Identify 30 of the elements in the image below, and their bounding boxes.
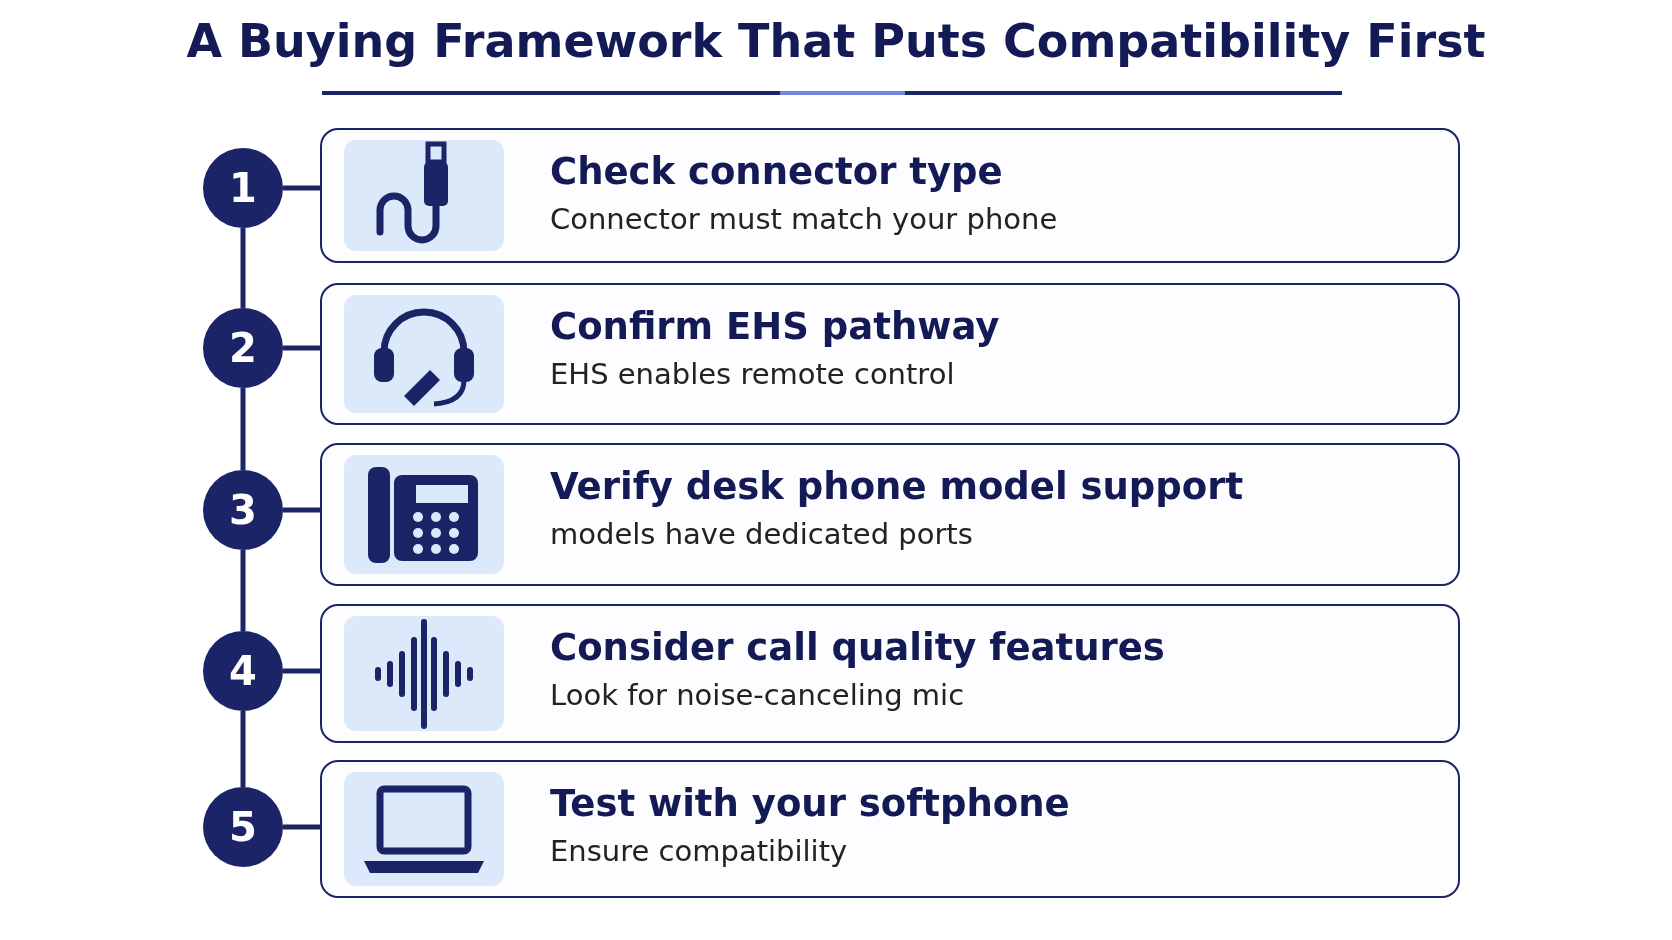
- step-card: [320, 443, 1460, 586]
- step-number-circle: 5: [203, 787, 283, 867]
- step-card: [320, 604, 1460, 743]
- step-heading: Confirm EHS pathway: [550, 305, 1000, 348]
- connector-line: [283, 668, 320, 674]
- step-description: Look for noise-canceling mic: [550, 678, 965, 712]
- step-card: [320, 128, 1460, 263]
- step-description: Ensure compatibility: [550, 834, 848, 868]
- connector-line: [240, 228, 246, 308]
- step-number-circle: 4: [203, 631, 283, 711]
- title: A Buying Framework That Puts Compatibility First: [185, 14, 1487, 68]
- connector-line: [283, 345, 320, 351]
- step-card: [320, 760, 1460, 898]
- connector-line: [283, 824, 320, 830]
- step-number-circle: 3: [203, 470, 283, 550]
- connector-line: [240, 711, 246, 787]
- step-description: Connector must match your phone: [550, 202, 1058, 236]
- step-heading: Check connector type: [550, 150, 1003, 193]
- connector-line: [283, 507, 320, 513]
- connector-line: [240, 550, 246, 631]
- connector-line: [283, 185, 320, 191]
- step-description: models have dedicated ports: [550, 517, 973, 551]
- step-card: [320, 283, 1460, 425]
- step-heading: Verify desk phone model support: [550, 465, 1244, 508]
- step-description: EHS enables remote control: [550, 357, 955, 391]
- step-heading: Consider call quality features: [550, 626, 1165, 669]
- connector-line: [240, 388, 246, 470]
- step-number-circle: 1: [203, 148, 283, 228]
- step-number-circle: 2: [203, 308, 283, 388]
- step-heading: Test with your softphone: [550, 782, 1070, 825]
